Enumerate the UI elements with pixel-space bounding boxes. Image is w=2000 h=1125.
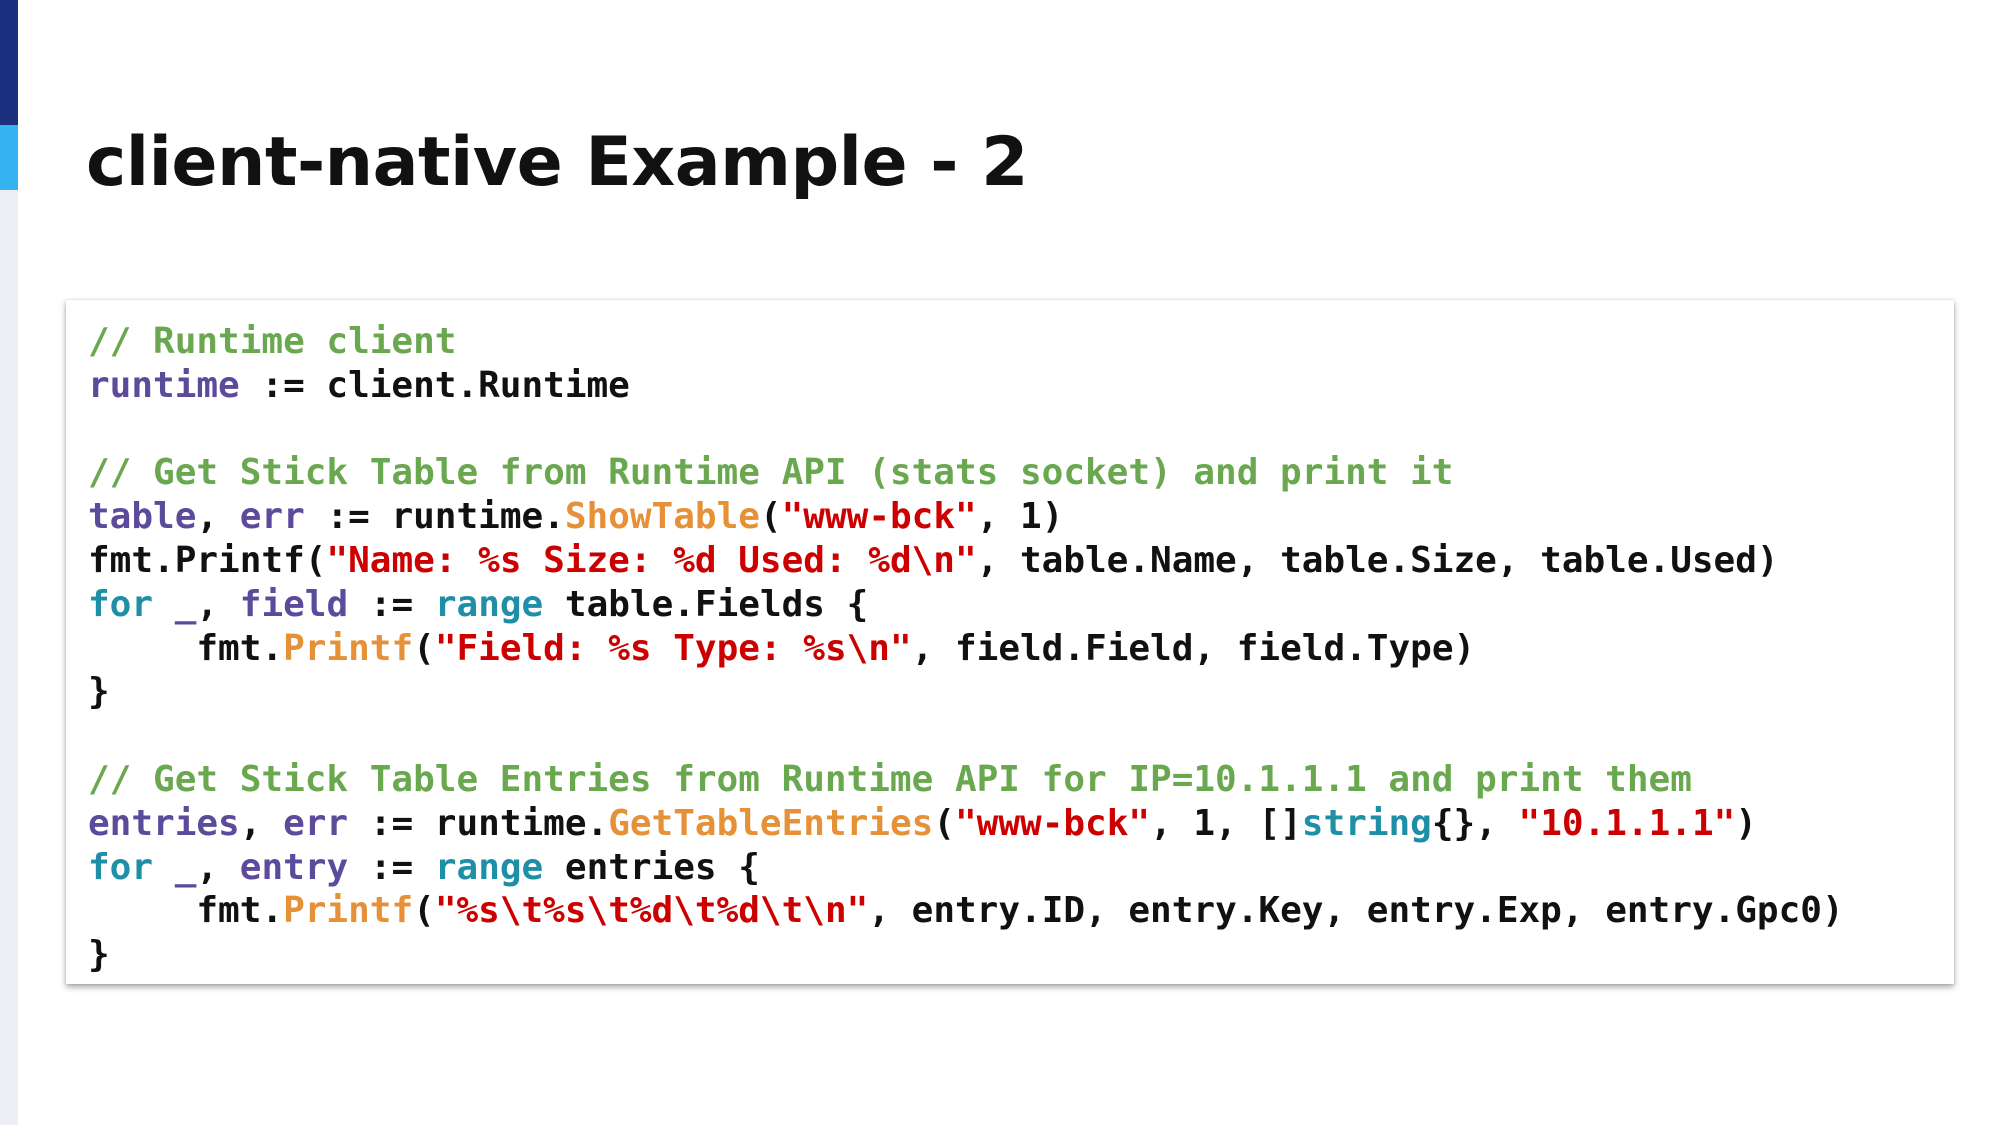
code-variable: field	[239, 583, 349, 625]
code-keyword: string	[1301, 802, 1432, 844]
code-text: fmt.	[88, 890, 284, 932]
code-line: }	[88, 933, 1954, 977]
code-text: ,	[196, 496, 240, 538]
code-method: ShowTable	[564, 496, 760, 538]
code-variable: entry	[239, 846, 349, 888]
code-text: entries {	[543, 846, 760, 888]
code-method: GetTableEntries	[608, 802, 934, 844]
code-keyword: for	[88, 846, 154, 888]
accent-bar-dark	[0, 0, 18, 125]
code-line: table, err := runtime.ShowTable("www-bck…	[88, 495, 1954, 539]
code-text: ,	[239, 802, 284, 844]
code-variable: _	[174, 846, 197, 888]
code-string: "Name: %s Size: %d Used: %d\n"	[326, 539, 977, 581]
code-text: }	[88, 671, 110, 713]
code-text: fmt.	[88, 627, 284, 669]
code-line: runtime := client.Runtime	[88, 364, 1954, 408]
code-comment: // Get Stick Table Entries from Runtime …	[88, 758, 1692, 800]
code-line: for _, entry := range entries {	[88, 846, 1954, 890]
code-line: // Get Stick Table from Runtime API (sta…	[88, 451, 1954, 495]
code-line	[88, 408, 1954, 452]
code-line: // Runtime client	[88, 320, 1954, 364]
code-text: , 1, []	[1150, 802, 1302, 844]
code-text	[153, 847, 175, 888]
code-text: := runtime.	[304, 496, 565, 538]
code-line	[88, 714, 1954, 758]
code-line: entries, err := runtime.GetTableEntries(…	[88, 802, 1954, 846]
code-line: fmt.Printf("%s\t%s\t%d\t%d\t\n", entry.I…	[88, 889, 1954, 933]
code-text: ,	[196, 846, 240, 888]
code-keyword: range	[434, 846, 544, 888]
code-variable: table	[88, 496, 197, 538]
code-keyword: for	[88, 583, 154, 625]
code-text: (	[413, 627, 435, 669]
code-comment: // Runtime client	[88, 321, 457, 362]
code-variable: entries	[88, 802, 240, 844]
code-comment: // Get Stick Table from Runtime API (sta…	[88, 452, 1454, 494]
code-text: {},	[1431, 802, 1519, 844]
code-string: "www-bck"	[955, 802, 1151, 844]
code-text: := client.Runtime	[239, 364, 630, 406]
accent-bar-light	[0, 125, 18, 190]
code-line: for _, field := range table.Fields {	[88, 583, 1954, 627]
code-line: }	[88, 670, 1954, 714]
code-keyword: range	[434, 583, 544, 625]
slide-title: client-native Example - 2	[86, 123, 1028, 202]
code-text: (	[933, 802, 955, 844]
code-text: )	[1735, 802, 1757, 844]
code-text: , 1)	[976, 496, 1064, 538]
code-variable: err	[283, 802, 349, 844]
code-string: "%s\t%s\t%d\t%d\t\n"	[434, 890, 869, 932]
left-rail	[0, 0, 18, 1125]
code-text	[153, 584, 175, 625]
code-variable: runtime	[88, 364, 240, 406]
code-line: fmt.Printf("Field: %s Type: %s\n", field…	[88, 627, 1954, 671]
code-string: "www-bck"	[781, 496, 977, 538]
code-text: (	[413, 890, 435, 932]
code-text: :=	[348, 583, 435, 625]
code-text: (	[759, 496, 782, 538]
code-text: := runtime.	[348, 802, 609, 844]
code-text: , field.Field, field.Type)	[911, 627, 1476, 669]
code-line: fmt.Printf("Name: %s Size: %d Used: %d\n…	[88, 539, 1954, 583]
code-string: "Field: %s Type: %s\n"	[434, 627, 912, 669]
code-text: , entry.ID, entry.Key, entry.Exp, entry.…	[868, 890, 1844, 932]
code-text: ,	[196, 583, 240, 625]
code-text: :=	[348, 846, 435, 888]
code-text: }	[88, 934, 110, 976]
code-line: // Get Stick Table Entries from Runtime …	[88, 758, 1954, 802]
code-method: Printf	[283, 627, 414, 669]
code-variable: _	[174, 583, 197, 625]
code-variable: err	[239, 496, 305, 538]
code-string: "10.1.1.1"	[1518, 802, 1736, 844]
code-method: Printf	[283, 890, 414, 932]
code-text: , table.Name, table.Size, table.Used)	[976, 539, 1779, 581]
code-text: fmt.Printf(	[88, 539, 327, 581]
code-text: table.Fields {	[543, 583, 869, 625]
